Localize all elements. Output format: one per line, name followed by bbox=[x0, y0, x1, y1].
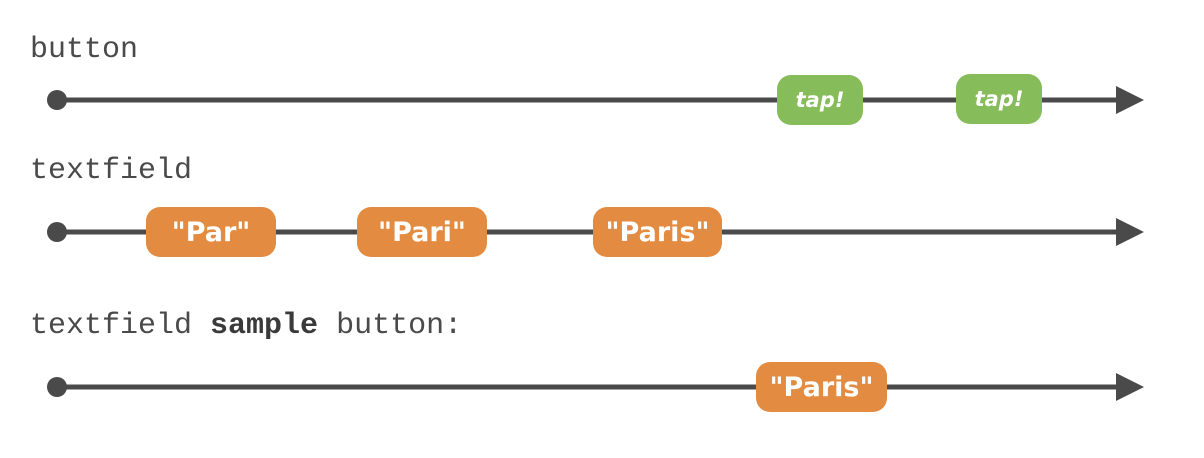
sample-timeline-arrowhead bbox=[1116, 373, 1144, 401]
sample-timeline-start-dot bbox=[47, 377, 67, 397]
text-event-marble: "Paris" bbox=[593, 207, 722, 257]
button-timeline-start-dot bbox=[47, 90, 67, 110]
tap-event-marble: tap! bbox=[956, 74, 1042, 124]
button-stream-label: button bbox=[30, 33, 139, 67]
text-event-marble: "Pari" bbox=[357, 207, 487, 257]
sample-label-prefix: textfield bbox=[30, 309, 211, 343]
textfield-stream-label: textfield bbox=[30, 154, 193, 188]
button-timeline bbox=[47, 86, 1144, 114]
sample-stream-label: textfield sample button: bbox=[30, 309, 462, 343]
sample-label-suffix: button: bbox=[318, 309, 463, 343]
sample-operator-label: sample bbox=[210, 309, 319, 343]
sampled-event-marble: "Paris" bbox=[756, 362, 887, 412]
sample-timeline bbox=[47, 373, 1144, 401]
button-timeline-arrowhead bbox=[1116, 86, 1144, 114]
text-event-marble: "Par" bbox=[146, 207, 276, 257]
textfield-timeline-start-dot bbox=[47, 222, 67, 242]
tap-event-marble: tap! bbox=[777, 75, 863, 125]
textfield-timeline-arrowhead bbox=[1116, 218, 1144, 246]
